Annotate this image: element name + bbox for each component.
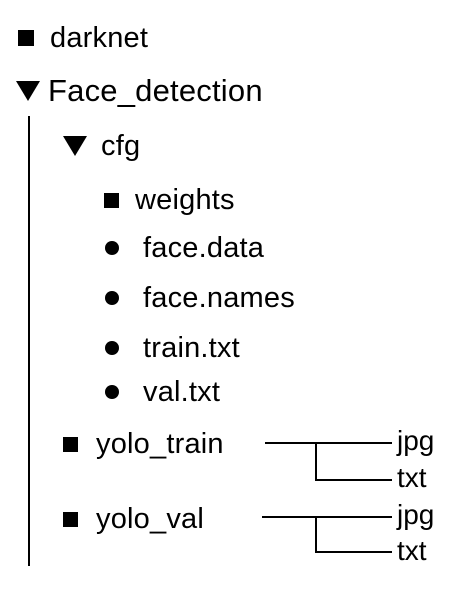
tree-node-train-txt[interactable]: train.txt [105, 328, 240, 368]
tree-node-yolo-train[interactable]: yolo_train [63, 424, 224, 464]
node-label-weights: weights [135, 184, 235, 216]
tree-node-weights[interactable]: weights [104, 180, 235, 220]
node-label-val-txt: val.txt [143, 376, 221, 408]
square-icon [18, 30, 34, 46]
square-icon [63, 436, 78, 452]
tree-node-face-detection[interactable]: Face_detection [16, 71, 263, 111]
tree-node-yolo-val[interactable]: yolo_val [63, 499, 204, 539]
yolo-val-child-txt[interactable]: txt [397, 535, 427, 566]
node-label-face-names: face.names [143, 282, 295, 314]
bullet-icon [105, 385, 119, 399]
node-label-train-txt: train.txt [143, 332, 240, 364]
bullet-icon [105, 341, 119, 355]
yolo-val-child-jpg[interactable]: jpg [397, 499, 435, 530]
triangle-down-icon [63, 136, 87, 156]
yolo-train-txt-connector [315, 443, 392, 481]
square-icon [104, 192, 119, 208]
node-label-darknet: darknet [50, 22, 149, 54]
tree-node-val-txt[interactable]: val.txt [105, 372, 220, 412]
node-label-yolo-val: yolo_val [96, 503, 204, 535]
tree-node-darknet[interactable]: darknet [18, 18, 148, 58]
square-icon [63, 511, 78, 527]
tree-node-cfg[interactable]: cfg [63, 126, 140, 166]
tree-node-face-names[interactable]: face.names [105, 278, 295, 318]
yolo-train-child-txt[interactable]: txt [397, 462, 427, 493]
node-label-face-data: face.data [143, 232, 265, 264]
yolo-val-txt-connector [315, 517, 392, 553]
face-detection-trunk-line [28, 116, 30, 566]
node-label-face-detection: Face_detection [48, 73, 263, 108]
tree-node-face-data[interactable]: face.data [105, 228, 264, 268]
triangle-down-icon [16, 81, 40, 101]
node-label-yolo-train: yolo_train [96, 428, 224, 460]
bullet-icon [105, 241, 119, 255]
bullet-icon [105, 291, 119, 305]
yolo-train-child-jpg[interactable]: jpg [397, 425, 435, 456]
node-label-cfg: cfg [101, 130, 141, 162]
